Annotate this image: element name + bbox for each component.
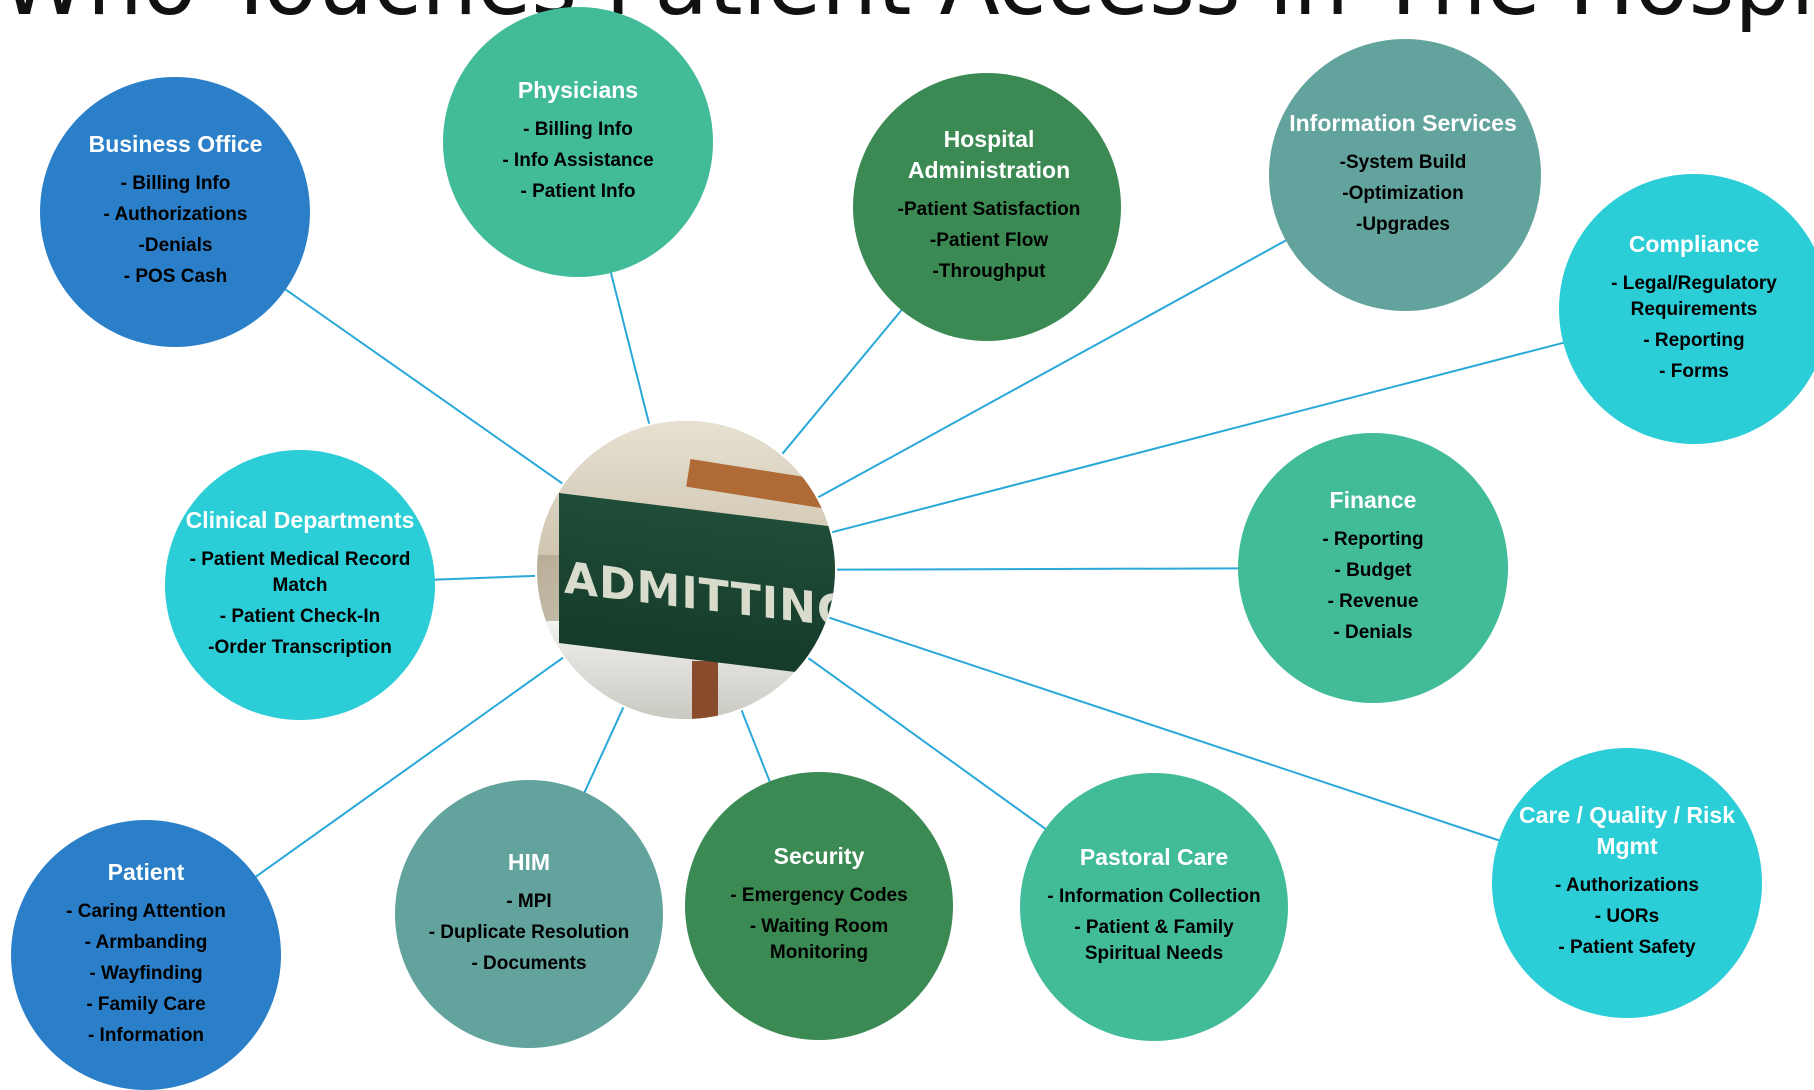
node-hospital-administration: Hospital Administration -Patient Satisfac…: [853, 73, 1121, 341]
node-item-list: - Authorizations - UORs - Patient Safety: [1555, 868, 1699, 966]
node-item: - Revenue: [1327, 591, 1419, 612]
node-item: -Optimization: [1342, 182, 1464, 204]
node-title: Pastoral Care: [1079, 844, 1229, 870]
connector-business-office: [283, 287, 563, 485]
node-title: Business Office: [88, 131, 263, 157]
node-item: - Family Care: [86, 993, 206, 1015]
page-title: Who Touches Patient Access in The Hospit…: [0, 0, 1814, 32]
connector-him: [582, 706, 625, 795]
node-item: - Authorizations: [103, 204, 248, 225]
node-title: Security: [773, 843, 865, 869]
node-item: - Documents: [471, 952, 587, 974]
node-title: Care / Quality / Risk Mgmt: [1518, 802, 1736, 859]
node-item: - Armbanding: [84, 931, 208, 953]
node-item: - Patient Safety: [1558, 937, 1696, 958]
node-compliance: Compliance - Legal/Regulatory Requirement…: [1559, 174, 1814, 444]
connector-physicians: [609, 270, 651, 424]
node-finance: Finance - Reporting - Budget - Revenue - Den…: [1238, 433, 1508, 703]
node-patient: Patient - Caring Attention - Armbanding - W…: [11, 820, 281, 1090]
node-item: - POS Cash: [123, 266, 228, 287]
node-care-quality-risk: Care / Quality / Risk Mgmt - Authorizatio…: [1492, 748, 1762, 1018]
node-item-list: - MPI - Duplicate Resolution - Documents: [429, 884, 630, 982]
node-item-list: -Patient Satisfaction -Patient Flow -Throu…: [898, 192, 1081, 290]
node-item: -Denials: [138, 235, 213, 256]
node-item: -Patient Flow: [929, 230, 1049, 251]
admitting-sign-text: ADMITTING: [563, 552, 835, 639]
node-item: - Reporting: [1322, 529, 1424, 550]
node-title: Hospital Administration: [907, 126, 1071, 183]
node-item: -Patient Satisfaction: [897, 199, 1081, 220]
node-item-list: - Reporting - Budget - Revenue - Denials: [1322, 522, 1423, 651]
node-item: - Forms: [1659, 360, 1729, 382]
node-item: - Authorizations: [1555, 875, 1699, 896]
node-item-list: - Information Collection - Patient & Fami…: [1036, 879, 1272, 972]
node-item: - Billing Info: [523, 118, 633, 140]
connector-information-services: [817, 238, 1289, 499]
connector-compliance: [831, 341, 1566, 534]
node-item: - UORs: [1594, 906, 1660, 927]
node-item: - Patient Check-In: [219, 605, 381, 627]
hub-photo-door: [692, 661, 718, 719]
node-item: - Patient Info: [520, 180, 636, 202]
node-pastoral-care: Pastoral Care - Information Collection - P…: [1020, 773, 1288, 1041]
node-item: -Upgrades: [1356, 213, 1450, 235]
node-business-office: Business Office - Billing Info - Authoriza…: [40, 77, 310, 347]
node-item: - Billing Info: [120, 173, 231, 194]
node-title: Information Services: [1289, 109, 1517, 136]
node-item: - Information: [87, 1024, 205, 1046]
node-item: - Wayfinding: [89, 962, 203, 984]
node-item-list: - Emergency Codes - Waiting Room Monitori…: [701, 878, 937, 971]
node-item: - Legal/Regulatory Requirements: [1611, 272, 1777, 320]
node-item-list: - Billing Info - Info Assistance - Patient…: [502, 112, 653, 210]
node-item: - Caring Attention: [66, 900, 226, 922]
connector-pastoral-care: [807, 657, 1048, 831]
node-title: Physicians: [517, 76, 639, 103]
node-item-list: - Billing Info - Authorizations -Denials - …: [104, 166, 248, 295]
node-item-list: -System Build -Optimization -Upgrades: [1340, 145, 1467, 243]
node-item: - Patient Medical Record Match: [189, 548, 411, 596]
node-item: -System Build: [1339, 151, 1467, 173]
connector-care-quality-risk: [828, 616, 1502, 842]
node-item: -Throughput: [932, 261, 1046, 282]
connector-security: [740, 710, 772, 784]
node-item: - Patient & Family Spiritual Needs: [1074, 917, 1234, 964]
node-item-list: - Patient Medical Record Match - Patient …: [181, 542, 419, 666]
node-item: - Waiting Room Monitoring: [749, 916, 889, 963]
node-item-list: - Caring Attention - Armbanding - Wayfindi…: [66, 894, 226, 1054]
node-item: - MPI: [506, 890, 552, 912]
node-title: Finance: [1329, 487, 1417, 513]
node-him: HIM - MPI - Duplicate Resolution - Document…: [395, 780, 663, 1048]
node-title: Clinical Departments: [185, 506, 415, 533]
node-security: Security - Emergency Codes - Waiting Room …: [685, 772, 953, 1040]
admitting-hub: ADMITTING: [537, 421, 835, 719]
node-item: - Information Collection: [1047, 886, 1261, 907]
node-item-list: - Legal/Regulatory Requirements - Reporti…: [1575, 266, 1813, 390]
node-clinical-departments: Clinical Departments - Patient Medical Re…: [165, 450, 435, 720]
node-physicians: Physicians - Billing Info - Info Assistanc…: [443, 7, 713, 277]
node-title: HIM: [507, 848, 551, 875]
node-item: - Budget: [1334, 560, 1412, 581]
node-item: - Denials: [1333, 622, 1413, 643]
node-information-services: Information Services -System Build -Optimi…: [1269, 39, 1541, 311]
node-item: -Order Transcription: [208, 636, 392, 658]
node-item: - Info Assistance: [502, 149, 654, 171]
connector-clinical-departments: [432, 574, 536, 581]
connector-finance: [836, 567, 1241, 571]
connector-patient: [253, 656, 564, 879]
node-item: - Emergency Codes: [730, 885, 908, 906]
node-title: Compliance: [1628, 230, 1760, 257]
node-title: Patient: [107, 858, 185, 885]
node-item: - Reporting: [1643, 329, 1745, 351]
node-item: - Duplicate Resolution: [428, 921, 630, 943]
